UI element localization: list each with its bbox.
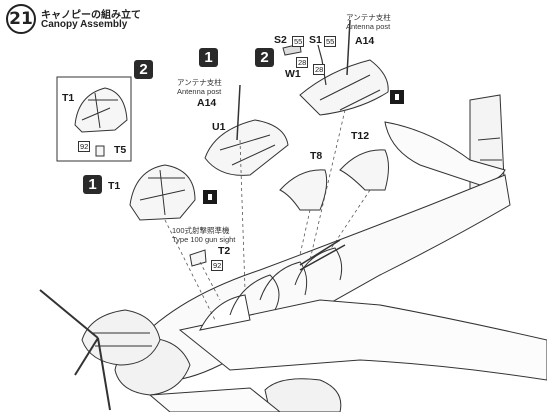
antenna-post-mid (236, 84, 241, 141)
gunsight-label-en: Type 100 gun sight (172, 235, 236, 244)
part-label-t5: T5 (114, 144, 127, 156)
rear-gun (299, 239, 346, 271)
option-badge-2-top: 2 (255, 48, 274, 67)
option-badge-1-main: 1 (83, 175, 102, 194)
part-tag-55-s1: 55 (324, 36, 337, 47)
part-tag-28-s1: 28 (313, 64, 326, 75)
propeller (39, 289, 111, 411)
part-label-w1: W1 (285, 68, 301, 80)
part-s1 (317, 44, 327, 86)
step-title-en: Canopy Assembly (41, 19, 128, 30)
part-tag-92-t5: 92 (78, 141, 91, 152)
canopy-t1-small (74, 87, 128, 133)
part-label-s1: S1 (309, 34, 322, 46)
antenna-label-jp-top: アンテナ支柱 (346, 13, 391, 22)
option-badge-2-box: 2 (134, 60, 153, 79)
option-badge-1-top: 1 (199, 48, 218, 67)
part-label-s2: S2 (274, 34, 287, 46)
part-t5 (95, 145, 105, 157)
part-label-u1: U1 (212, 121, 226, 133)
antenna-label-en-top: Antenna post (346, 22, 391, 31)
part-label-t12: T12 (351, 130, 370, 142)
canopy-t12 (339, 149, 389, 191)
canopy-u1 (204, 119, 289, 176)
right-nacelle (264, 378, 342, 412)
stabilizer (384, 121, 506, 186)
part-label-a14-top: A14 (355, 35, 375, 47)
gunsight-label-jp: 100式射撃照準機 (172, 226, 230, 235)
part-label-t1-main: T1 (108, 180, 121, 192)
gun-sight (189, 249, 207, 267)
left-nacelle (81, 309, 161, 366)
antenna-post-top (346, 19, 351, 76)
part-tag-92-t2: 92 (211, 260, 224, 271)
step-title-jp: キャノピーの組み立て (41, 10, 141, 21)
antenna-label-en-mid: Antenna post (177, 87, 222, 96)
step-number: 21 (6, 4, 36, 34)
main-wing (178, 299, 547, 381)
canopy-t8 (279, 169, 328, 211)
part-label-t1-box: T1 (62, 92, 75, 104)
part-tag-28-s2: 28 (296, 57, 309, 68)
antenna-label-jp-mid: アンテナ支柱 (177, 78, 222, 87)
part-tag-55-s2: 55 (292, 36, 305, 47)
part-label-a14-mid: A14 (197, 97, 217, 109)
part-label-t2: T2 (218, 245, 231, 257)
part-label-t8: T8 (310, 150, 323, 162)
